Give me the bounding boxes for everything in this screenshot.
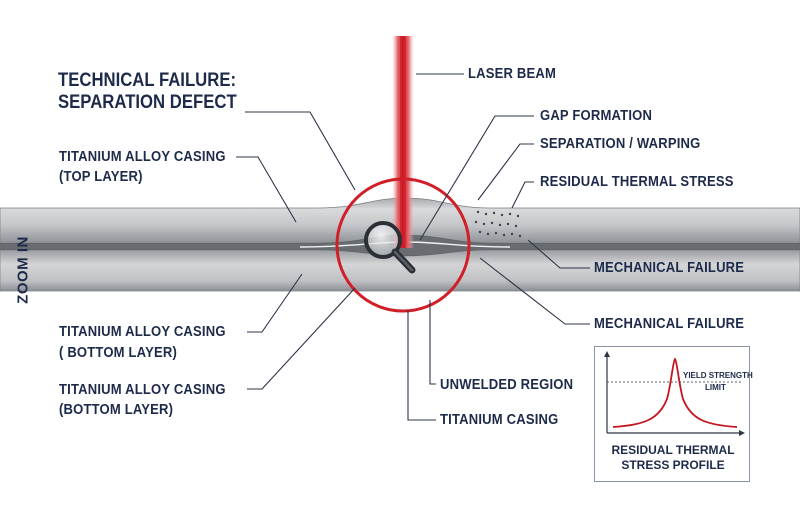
leader-gap-formation [419, 115, 534, 241]
label-top-layer-line2: (TOP LAYER) [59, 169, 143, 185]
leader-top-layer [236, 156, 297, 223]
leader-mech-1 [527, 239, 590, 269]
label-separation-warping: SEPARATION / WARPING [540, 136, 701, 152]
zoom-in-label: ZOOM IN [14, 236, 32, 304]
page-title-line1: TECHNICAL FAILURE: [58, 70, 237, 91]
label-bottom-layer-b-line1: TITANIUM ALLOY CASING [59, 382, 226, 398]
stress-curve [612, 357, 738, 428]
stress-profile-inset: YIELD STRENGTH LIMIT RESIDUAL THERMAL ST… [594, 346, 753, 482]
leader-separation [477, 143, 534, 201]
stress-marks [474, 210, 522, 238]
magnifier-icon [364, 221, 416, 274]
leader-title [245, 111, 356, 191]
leader-bottom-a [247, 273, 303, 333]
label-bottom-layer-a-line2: ( BOTTOM LAYER) [59, 345, 177, 361]
label-laser-beam: LASER BEAM [468, 66, 557, 82]
leader-bottom-b [247, 287, 356, 390]
yield-strength-limit-label: LIMIT [705, 383, 726, 392]
zoom-circle [335, 177, 471, 313]
inset-title: RESIDUAL THERMAL STRESS PROFILE [611, 443, 735, 472]
label-titanium-casing: TITANIUM CASING [440, 412, 559, 428]
page-title-line2: SEPARATION DEFECT [58, 92, 237, 113]
leader-lines [236, 73, 590, 421]
label-bottom-layer-a-line1: TITANIUM ALLOY CASING [59, 324, 226, 340]
leader-mech-2 [479, 257, 590, 325]
stress-profile-plot [604, 351, 745, 436]
label-mechanical-failure-2: MECHANICAL FAILURE [594, 316, 745, 332]
label-gap-formation: GAP FORMATION [540, 108, 653, 124]
label-unwelded-region: UNWELDED REGION [440, 377, 574, 393]
label-bottom-layer-b-line2: (BOTTOM LAYER) [59, 402, 174, 418]
leader-titanium-casing [407, 310, 436, 421]
label-top-layer-line1: TITANIUM ALLOY CASING [59, 149, 226, 165]
yield-strength-label: YIELD STRENGTH [683, 371, 753, 380]
label-mechanical-failure-1: MECHANICAL FAILURE [594, 260, 745, 276]
leader-unwelded [429, 300, 436, 385]
label-residual-thermal-stress: RESIDUAL THERMAL STRESS [540, 174, 734, 190]
leader-residual [511, 181, 534, 209]
